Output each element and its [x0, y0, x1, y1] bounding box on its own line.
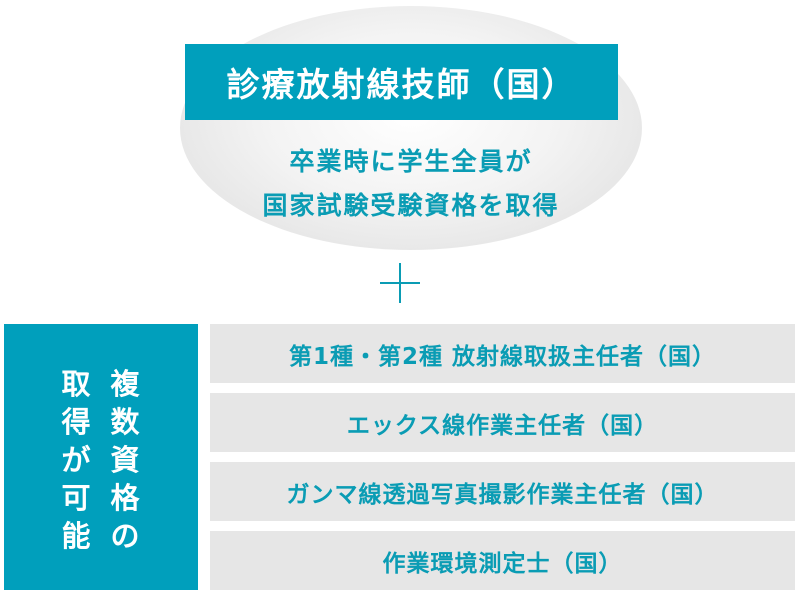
main-qualification-line1: 卒業時に学生全員が: [289, 147, 533, 176]
multiple-qualifications-panel: 複数資格の 取得が可能: [4, 324, 198, 590]
qualification-row: 第1種・第2種 放射線取扱主任者（国）: [210, 324, 795, 383]
plus-icon: [380, 263, 420, 303]
qualification-row: 作業環境測定士（国）: [210, 531, 795, 590]
qualification-row: エックス線作業主任者（国）: [210, 393, 795, 452]
qualification-row: ガンマ線透過写真撮影作業主任者（国）: [210, 462, 795, 521]
panel-text-column2: 取得が可能: [61, 367, 91, 553]
main-qualification-title: 診療放射線技師（国）: [185, 44, 618, 120]
panel-text-column1: 複数資格の: [110, 367, 140, 553]
main-qualification-line2: 国家試験受験資格を取得: [262, 191, 560, 220]
